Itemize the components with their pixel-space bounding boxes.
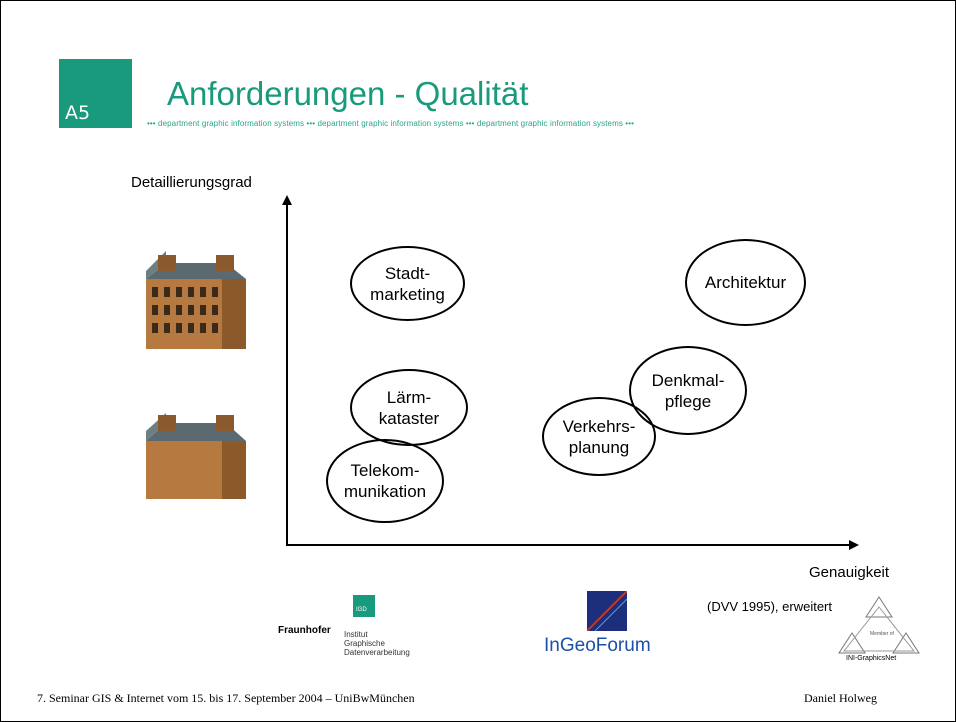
source-note: (DVV 1995), erweitert [707, 599, 832, 614]
graphicsnet-logo: Member of INI-GraphicsNet [834, 595, 924, 662]
ingeo-square-icon [587, 591, 627, 631]
bubble-architektur: Architektur [685, 239, 806, 326]
bubble-laermkataster: Lärm- kataster [350, 369, 468, 446]
bubble-label: Telekom- munikation [343, 461, 427, 501]
ingeo-name: InGeoForum [544, 635, 651, 656]
bubble-denkmalpflege: Denkmal- pflege [629, 346, 747, 435]
department-banner: ••• department graphic information syste… [147, 119, 634, 128]
graphicsnet-name: INI-GraphicsNet [846, 655, 897, 662]
footer-author: Daniel Holweg [804, 691, 877, 705]
detailed-building-icon [146, 251, 246, 349]
simple-building-icon [146, 413, 246, 499]
badge-text: A5 [65, 102, 91, 124]
bubble-label: Denkmal- pflege [651, 370, 725, 411]
triangle-network-icon: Member of [838, 596, 920, 654]
bubble-verkehrsplanung: Verkehrs- planung [542, 397, 656, 476]
svg-text:Member of: Member of [870, 631, 895, 637]
bubble-label: Lärm- kataster [378, 387, 440, 428]
x-axis-arrow [849, 540, 859, 550]
bubble-stadtmarketing: Stadt- marketing [350, 246, 465, 321]
bubble-label: Architektur [704, 273, 787, 292]
fraunhofer-institute: Institut Graphische Datenverarbeitung [344, 630, 410, 657]
bubble-telekommunikation: Telekom- munikation [326, 439, 444, 523]
footer-seminar: 7. Seminar GIS & Internet vom 15. bis 17… [37, 691, 415, 705]
fraunhofer-name: Fraunhofer [278, 625, 331, 636]
bubble-label: Stadt- marketing [370, 263, 445, 304]
x-axis-label: Genauigkeit [809, 564, 890, 581]
slide-badge: A5 [59, 59, 132, 128]
y-axis-arrow [282, 195, 292, 205]
igd-square: IGD [353, 595, 375, 617]
bubble-label: Verkehrs- planung [562, 416, 636, 457]
slide-title: Anforderungen - Qualität [167, 75, 529, 112]
y-axis-label: Detaillierungsgrad [131, 174, 252, 191]
